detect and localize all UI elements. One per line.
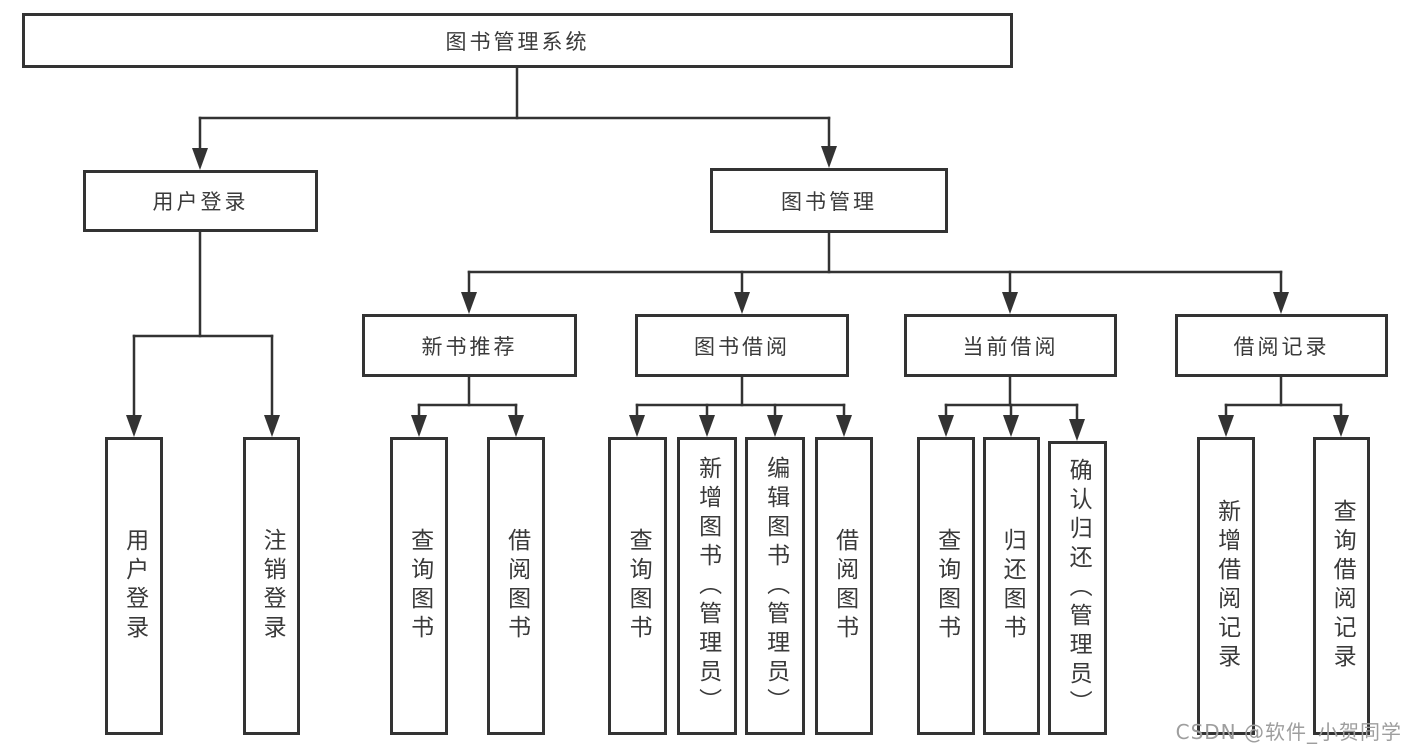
arrowheads-borrowing-group	[629, 415, 852, 437]
leaf-logout: 注销登录	[243, 437, 300, 735]
node-borrowing-records: 借阅记录	[1175, 314, 1388, 377]
leaf-confirm-return-admin: 确认归还（管理员）	[1048, 441, 1107, 735]
arrowheads-user-login-group	[126, 415, 280, 437]
arrowheads-level2	[192, 146, 837, 170]
connector-new-books-group	[417, 375, 518, 420]
connector-borrowing-group	[635, 375, 846, 420]
arrowheads-new-books-group	[411, 415, 524, 437]
leaf-query-books: 查询图书	[608, 437, 667, 735]
leaf-return-books: 归还图书	[983, 437, 1040, 735]
node-user-login: 用户登录	[83, 170, 318, 232]
leaf-query-books: 查询图书	[390, 437, 448, 735]
arrowheads-records-group	[1218, 415, 1349, 437]
node-book-borrowing: 图书借阅	[635, 314, 849, 377]
leaf-borrow-books: 借阅图书	[815, 437, 873, 735]
leaf-user-login: 用户登录	[105, 437, 163, 735]
connector-user-login-group	[132, 230, 274, 419]
leaf-borrow-books: 借阅图书	[487, 437, 545, 735]
node-current-borrowing: 当前借阅	[904, 314, 1117, 377]
connector-root-to-level2	[198, 66, 831, 152]
arrowheads-current-group	[938, 415, 1085, 441]
node-library-management-system: 图书管理系统	[22, 13, 1013, 68]
leaf-edit-books-admin: 编辑图书（管理员）	[745, 437, 805, 735]
leaf-add-books-admin: 新增图书（管理员）	[677, 437, 737, 735]
leaf-add-borrow-record: 新增借阅记录	[1197, 437, 1255, 735]
connector-book-mgmt-to-level3	[467, 231, 1283, 296]
node-new-book-recommendation: 新书推荐	[362, 314, 577, 377]
leaf-query-borrow-record: 查询借阅记录	[1313, 437, 1370, 735]
leaf-query-books: 查询图书	[917, 437, 975, 735]
csdn-watermark: CSDN @软件_小贺同学	[1175, 720, 1402, 744]
connector-current-group	[944, 375, 1079, 423]
arrowheads-level3	[461, 292, 1289, 314]
connector-records-group	[1224, 375, 1343, 420]
node-book-management: 图书管理	[710, 168, 948, 233]
